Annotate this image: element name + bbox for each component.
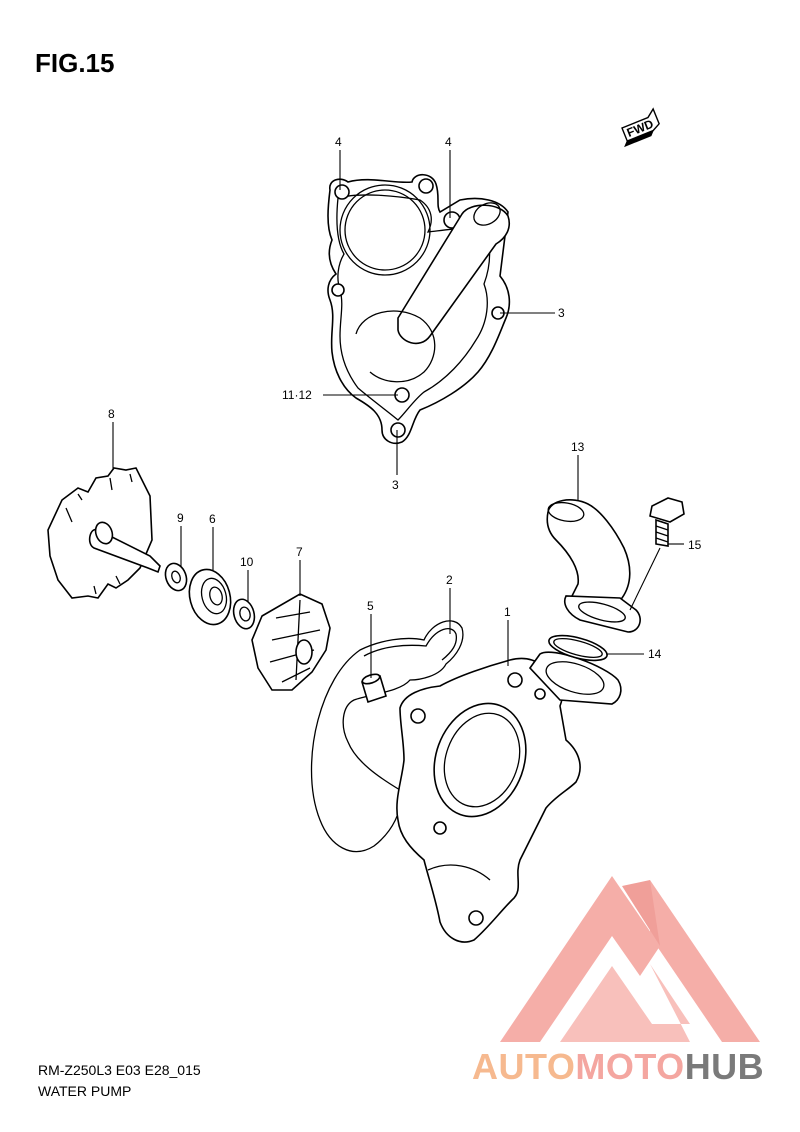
impeller-shaft-gear <box>47 467 161 599</box>
callout-8: 8 <box>108 407 115 421</box>
callout-9: 9 <box>177 511 184 525</box>
callout-5: 5 <box>367 599 374 613</box>
watermark-moto: MOTO <box>575 1046 685 1087</box>
watermark-auto: AUTO <box>472 1046 576 1087</box>
callout-4-right: 4 <box>445 135 452 149</box>
callout-3-bottom: 3 <box>392 478 399 492</box>
callout-10: 10 <box>240 555 254 569</box>
model-code: RM-Z250L3 E03 E28_015 <box>38 1062 201 1078</box>
watermark-text: AUTOMOTOHUB <box>472 1046 764 1088</box>
callout-1: 1 <box>504 605 511 619</box>
o-ring-2 <box>310 620 464 853</box>
callout-2: 2 <box>446 573 453 587</box>
bearing-6 <box>188 568 232 626</box>
callout-7: 7 <box>296 545 303 559</box>
pump-body-1 <box>396 651 622 943</box>
section-name: WATER PUMP <box>38 1083 132 1099</box>
callout-4-left: 4 <box>335 135 342 149</box>
washer-9 <box>164 562 188 592</box>
leader-lines <box>112 150 684 678</box>
bolt-15 <box>649 497 685 547</box>
seal-10 <box>232 598 256 630</box>
callout-13: 13 <box>571 440 585 454</box>
callout-15: 15 <box>688 538 702 552</box>
o-ring-14 <box>548 634 608 662</box>
callout-3-right: 3 <box>558 306 565 320</box>
impeller-7 <box>251 593 331 691</box>
dowel-pin-5 <box>361 673 387 704</box>
watermark-hub: HUB <box>684 1046 765 1087</box>
figure-title: FIG.15 <box>35 48 115 78</box>
callout-14: 14 <box>648 647 662 661</box>
callout-11-12: 11·12 <box>282 388 312 402</box>
elbow-pipe-13 <box>546 499 641 633</box>
watermark-logo <box>500 876 760 1042</box>
callout-6: 6 <box>209 512 216 526</box>
pump-cover <box>327 173 511 445</box>
fwd-arrow-badge: FWD <box>621 107 660 148</box>
